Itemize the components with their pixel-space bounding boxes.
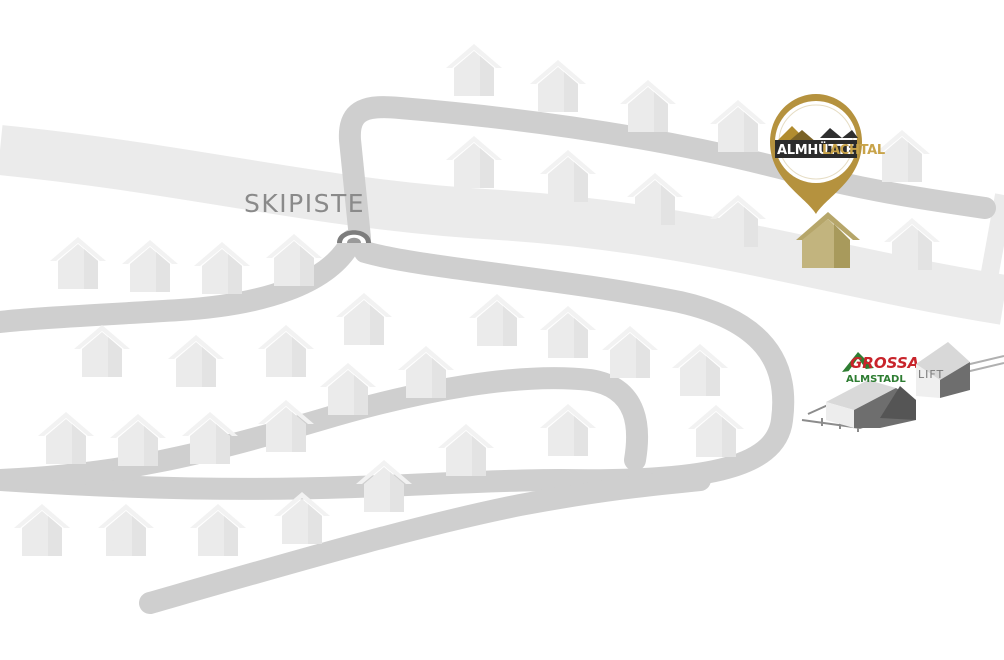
house-icon [258, 400, 314, 452]
road-inner [0, 367, 649, 491]
house-icon [620, 80, 676, 132]
restaurant-logo-line1: GROSSA [850, 354, 919, 372]
house-icon [602, 326, 658, 378]
house-icon [98, 504, 154, 556]
house-icon [438, 424, 494, 476]
house-icon [469, 294, 525, 346]
house-icon [672, 344, 728, 396]
road-left [0, 229, 363, 333]
house-icon [688, 405, 744, 457]
marker-logo-line1: ALMHÜTTE [777, 142, 854, 158]
house-icon [50, 237, 106, 289]
road-bottom [139, 469, 711, 614]
house-icon [320, 363, 376, 415]
house-icon [530, 60, 586, 112]
house-icon [710, 195, 766, 247]
house-icon [258, 325, 314, 377]
house-icon [540, 150, 596, 202]
marker-logo-line2: LACHTAL [822, 143, 885, 158]
house-icon [38, 412, 94, 464]
house-icon [74, 325, 130, 377]
house-icon [194, 242, 250, 294]
house-icon [14, 504, 70, 556]
ski-slope [0, 125, 1004, 325]
house-icon [627, 173, 683, 225]
house-icon [446, 44, 502, 96]
tunnel-icon [337, 230, 371, 243]
house-icon [182, 412, 238, 464]
lift-station-icon[interactable]: LIFT [916, 342, 1004, 398]
house-icon [884, 218, 940, 270]
house-icon [540, 306, 596, 358]
restaurant-building-icon[interactable] [801, 380, 916, 432]
house-icon [336, 293, 392, 345]
house-icon [540, 404, 596, 456]
restaurant-logo: GROSSA ALMSTADL [842, 352, 919, 385]
highlighted-house-icon [796, 212, 860, 268]
house-icon [122, 240, 178, 292]
road-upper [338, 96, 996, 249]
house-icon [110, 414, 166, 466]
house-icon [446, 136, 502, 188]
house-icon [274, 492, 330, 544]
lift-label: LIFT [918, 368, 944, 381]
road-hairpin [0, 241, 795, 500]
house-icon [168, 335, 224, 387]
house-icon [266, 234, 322, 286]
house-icon [398, 346, 454, 398]
house-icon [356, 460, 412, 512]
restaurant-logo-line2: ALMSTADL [846, 374, 906, 385]
mountain-logo-icon [776, 126, 858, 142]
ski-slope-label: SKIPISTE [244, 189, 365, 218]
house-icon [190, 504, 246, 556]
location-pin-icon[interactable]: ALMHÜTTE LACHTAL [770, 94, 885, 214]
house-icon [710, 100, 766, 152]
